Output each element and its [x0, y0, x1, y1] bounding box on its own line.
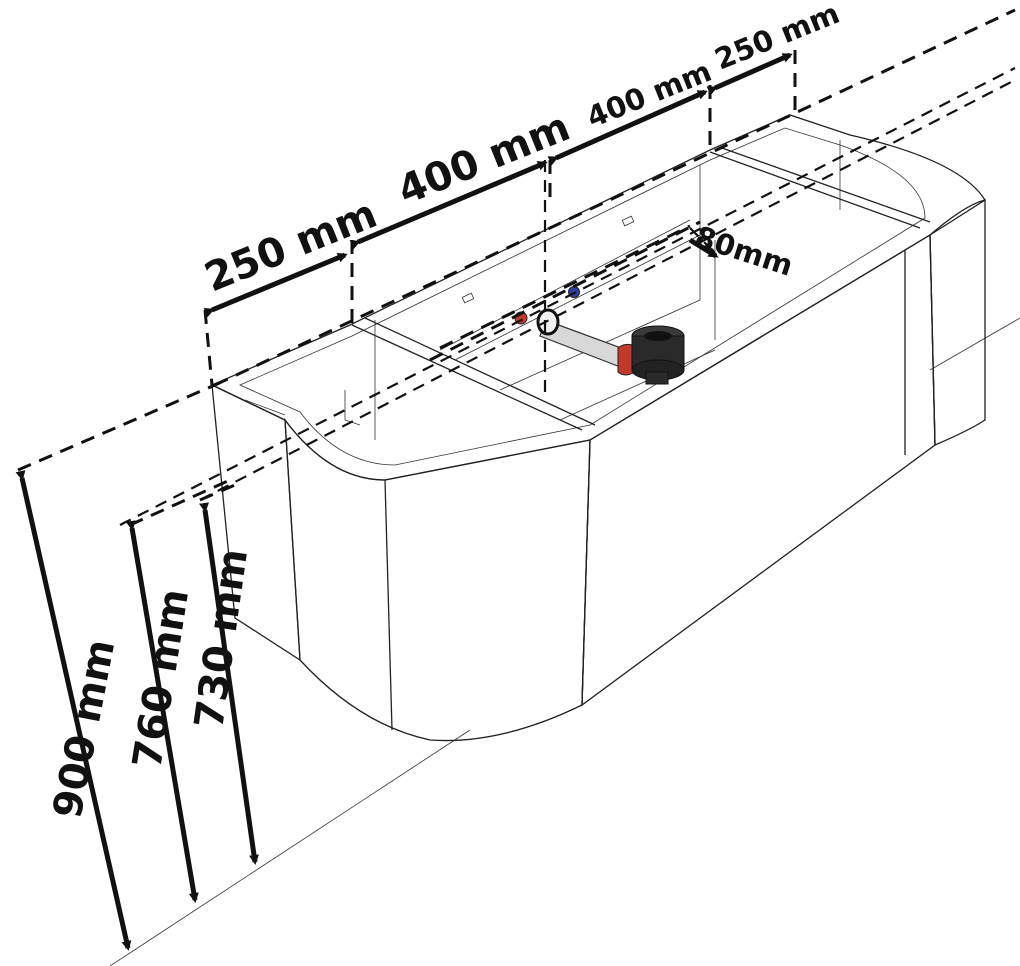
dimension-labels: 250 mm 400 mm 400 mm 250 mm 80mm 900 mm … [45, 0, 844, 822]
overflow-ring [536, 308, 560, 336]
floor-lines [109, 317, 1020, 966]
inner-cavity [239, 127, 926, 466]
height-dimension-arrows [15, 470, 259, 951]
plumbing-fixtures [461, 215, 685, 385]
height-label-760: 760 mm [124, 586, 198, 772]
height-label-730: 730 mm [186, 546, 257, 731]
height-arrow-900 [15, 470, 132, 951]
height-arrow-730 [199, 502, 259, 865]
height-arrow-760 [125, 520, 199, 903]
left-rounded-corner [284, 417, 591, 742]
right-rounded-end [929, 199, 986, 446]
dim-arrow-1 [203, 252, 348, 318]
dim-label-400-left: 400 mm [392, 104, 577, 214]
dim-arrow-2 [349, 160, 548, 250]
drain-trap [631, 325, 685, 385]
dim-arrow-4 [706, 52, 793, 96]
dim-arrow-3 [547, 89, 708, 166]
height-label-900: 900 mm [45, 636, 125, 822]
dim-label-80: 80mm [691, 219, 797, 282]
dim-arrow-depth [688, 237, 719, 259]
top-dimension-arrows [203, 52, 793, 318]
dim-label-250-left: 250 mm [199, 191, 384, 301]
front-panel [581, 233, 936, 707]
top-rim [210, 114, 986, 481]
bathtub-body [210, 114, 986, 742]
dim-label-250-right: 250 mm [710, 0, 844, 76]
extension-lines [17, 8, 1016, 527]
